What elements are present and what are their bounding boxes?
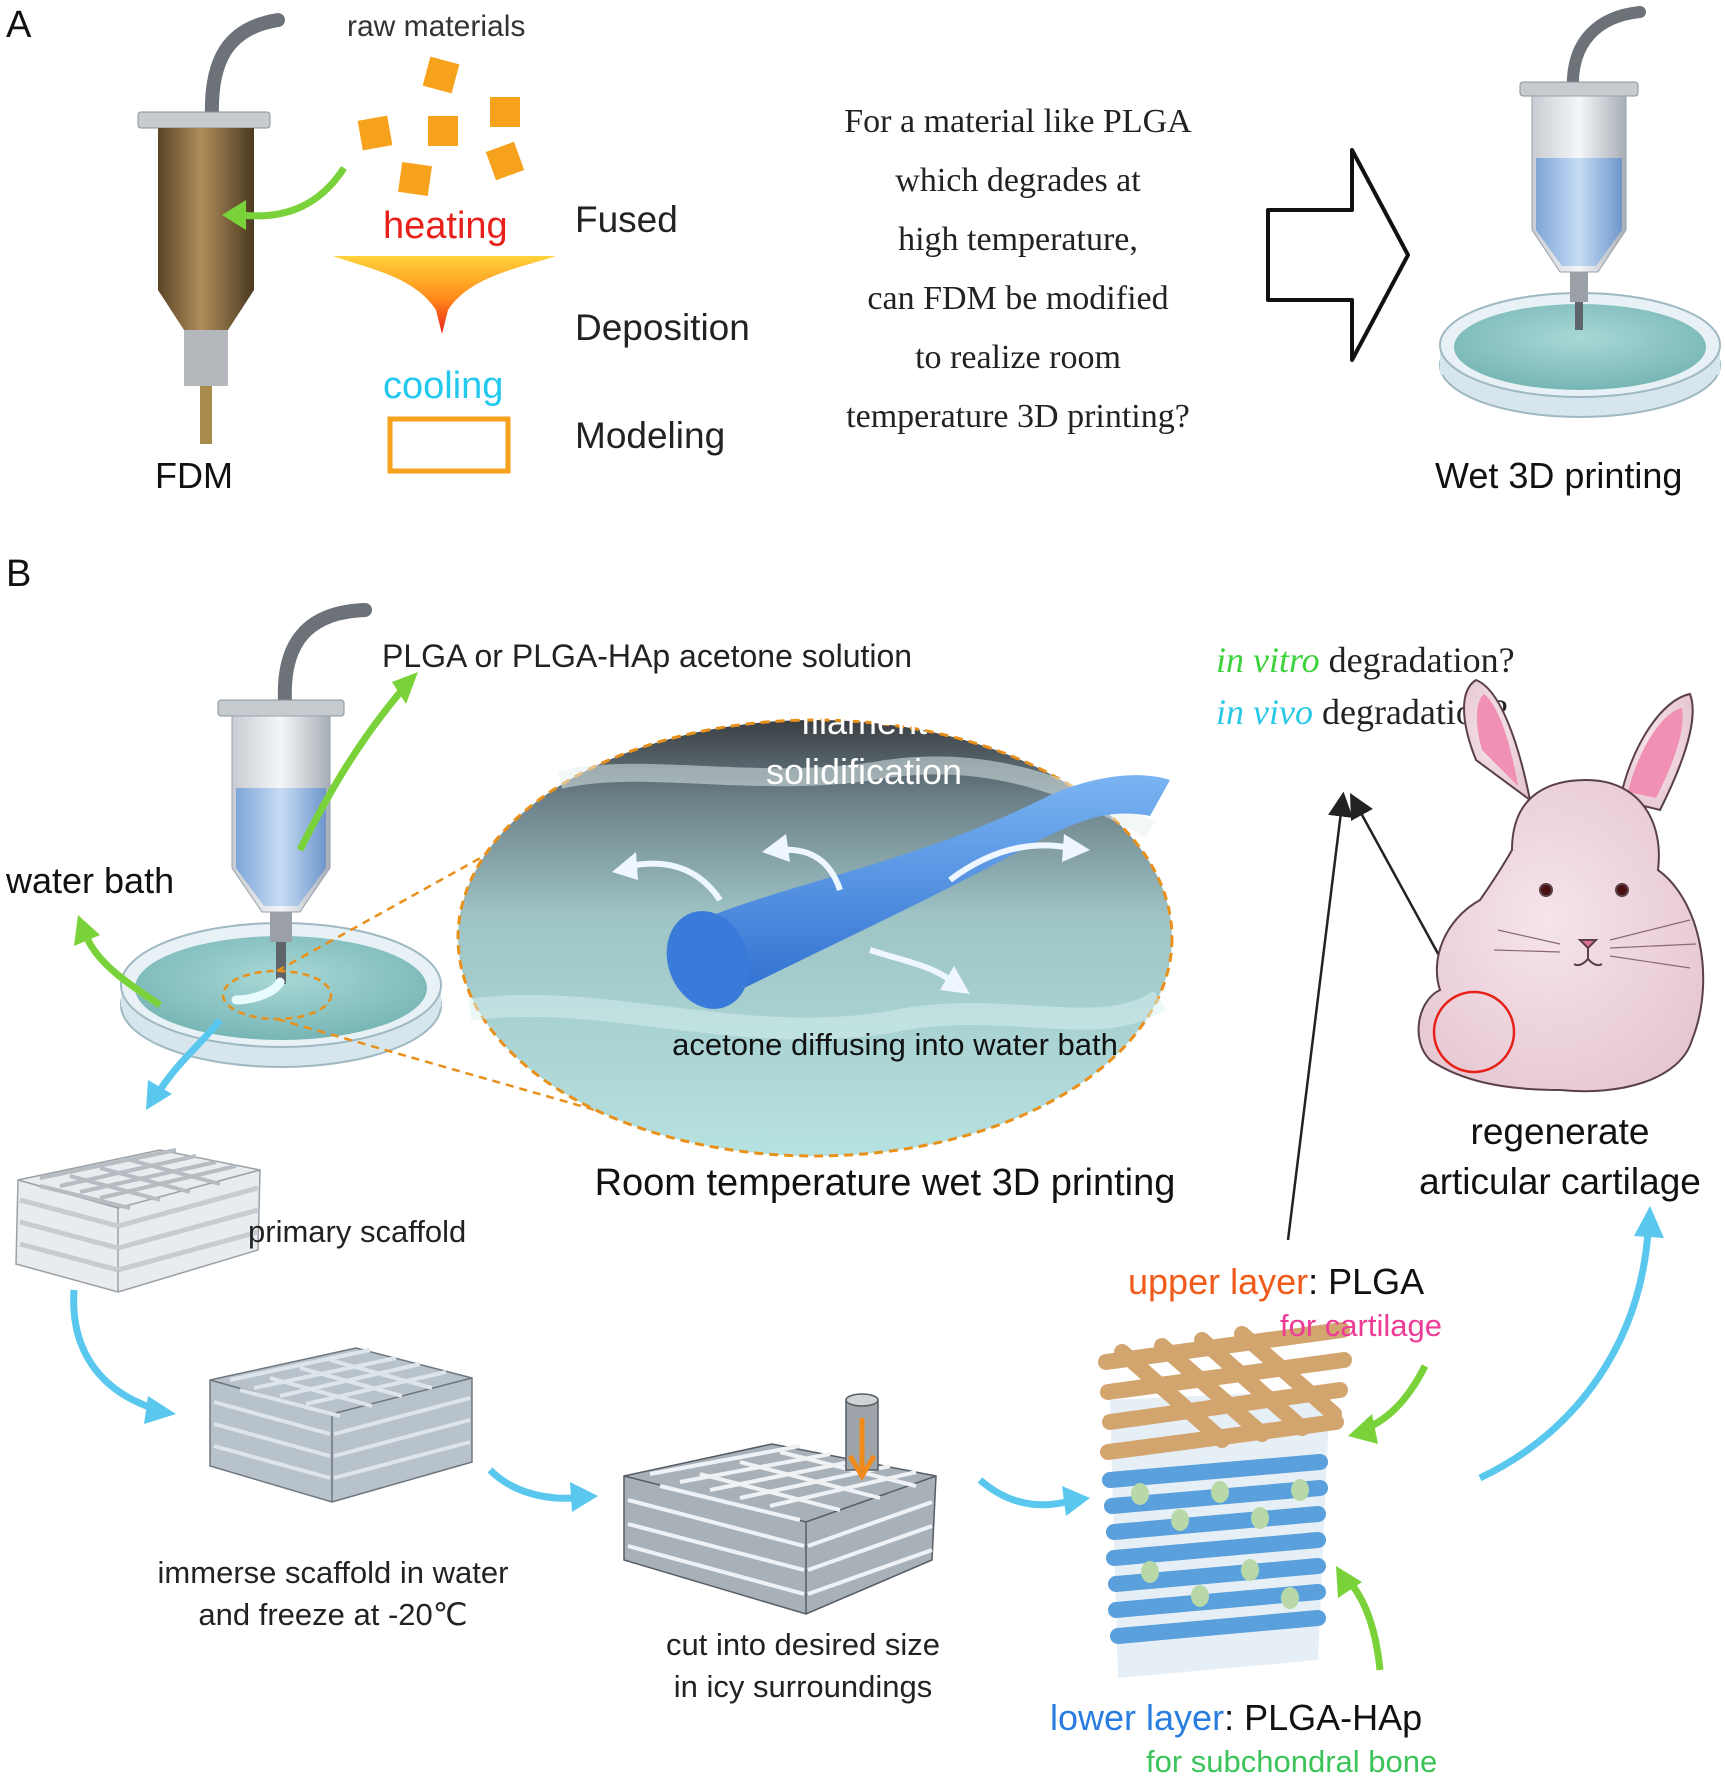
bilayer-green-arrows — [1336, 1364, 1429, 1671]
cut-label-line1: cut into desired size — [666, 1627, 940, 1662]
cut-label-line2: in icy surroundings — [674, 1669, 932, 1704]
upper-layer-name: upper layer — [1128, 1261, 1308, 1302]
in-vitro-degradation: degradation? — [1320, 640, 1515, 680]
raw-material-cubes — [357, 56, 525, 196]
b-printing-illustration — [120, 603, 442, 1068]
water-bath-arrow — [84, 938, 162, 1008]
primary-scaffold-label: primary scaffold — [248, 1214, 466, 1249]
lower-layer-name: lower layer — [1050, 1697, 1224, 1738]
panel-a-label: A — [6, 4, 32, 46]
black-arrow-left — [1286, 791, 1353, 1241]
panel-b-label: B — [6, 553, 31, 595]
deposition-label: Deposition — [575, 307, 750, 348]
solution-arrow — [296, 687, 405, 852]
for-bone-label: for subchondral bone — [1146, 1744, 1437, 1779]
green-arrowhead — [222, 200, 246, 230]
lower-layer-material: : PLGA-HAp — [1224, 1697, 1422, 1738]
frozen-scaffold — [209, 1347, 473, 1503]
blue-flow-arrowheads — [144, 1080, 1664, 1516]
wet-printing-illustration — [1439, 6, 1721, 418]
regenerate-label-line1: regenerate — [1471, 1111, 1650, 1152]
cooling-mold — [387, 416, 511, 474]
solution-arrowhead — [392, 672, 418, 704]
upper-layer-material: : PLGA — [1308, 1261, 1424, 1302]
immerse-label-line1: immerse scaffold in water — [158, 1555, 509, 1590]
in-vivo-term: in vivo — [1216, 692, 1313, 732]
fdm-nozzle-illustration — [137, 13, 285, 444]
in-vitro-term: in vitro — [1216, 640, 1320, 680]
rabbit-illustration — [1417, 678, 1705, 1093]
regenerate-label-line2: articular cartilage — [1419, 1161, 1701, 1202]
filament-label-line1: filament — [801, 701, 927, 742]
upper-layer-label: upper layer: PLGA — [1128, 1261, 1424, 1302]
filament-body — [700, 775, 1170, 1000]
zoom-oval — [456, 718, 1174, 1158]
heating-funnel — [333, 256, 556, 334]
joint-highlight-circle — [1432, 990, 1516, 1074]
fdm-label: FDM — [155, 455, 233, 496]
cut-scaffold — [623, 1393, 937, 1615]
question-line: can FDM be modified — [867, 280, 1168, 317]
room-temp-label: Room temperature wet 3D printing — [595, 1162, 1176, 1204]
bilayer-scaffold — [1098, 1322, 1352, 1678]
diffusion-arrowheads — [612, 834, 1090, 994]
water-bath-arrowhead — [74, 915, 100, 946]
question-text: For a material like PLGA which degrades … — [844, 103, 1192, 435]
filament-label-line2: solidification — [766, 751, 962, 792]
blue-flow-arrows — [70, 1017, 1652, 1509]
question-line: For a material like PLGA — [844, 103, 1192, 140]
cooling-label: cooling — [383, 365, 503, 407]
lower-layer-label: lower layer: PLGA-HAp — [1050, 1697, 1422, 1738]
big-outline-arrow — [1266, 148, 1410, 362]
modeling-label: Modeling — [575, 415, 725, 456]
wet-3d-printing-label: Wet 3D printing — [1435, 455, 1682, 496]
immerse-label-line2: and freeze at -20℃ — [198, 1597, 467, 1632]
question-line: high temperature, — [898, 221, 1138, 258]
solution-label: PLGA or PLGA-HAp acetone solution — [382, 638, 912, 674]
heating-label: heating — [383, 205, 508, 247]
acetone-diffusing-label: acetone diffusing into water bath — [672, 1027, 1118, 1062]
raw-materials-label: raw materials — [347, 10, 525, 43]
filament-end — [666, 911, 750, 1009]
green-curve-arrow — [239, 166, 347, 220]
primary-scaffold — [15, 1148, 261, 1293]
for-cartilage-label: for cartilage — [1280, 1308, 1442, 1343]
fused-label: Fused — [575, 199, 678, 240]
in-vitro-question: in vitro degradation? — [1216, 640, 1515, 680]
question-line: to realize room — [915, 339, 1121, 376]
question-line: which degrades at — [895, 162, 1141, 199]
water-bath-label: water bath — [5, 860, 174, 901]
question-line: temperature 3D printing? — [846, 398, 1190, 435]
diffusion-arrows — [629, 842, 1071, 983]
